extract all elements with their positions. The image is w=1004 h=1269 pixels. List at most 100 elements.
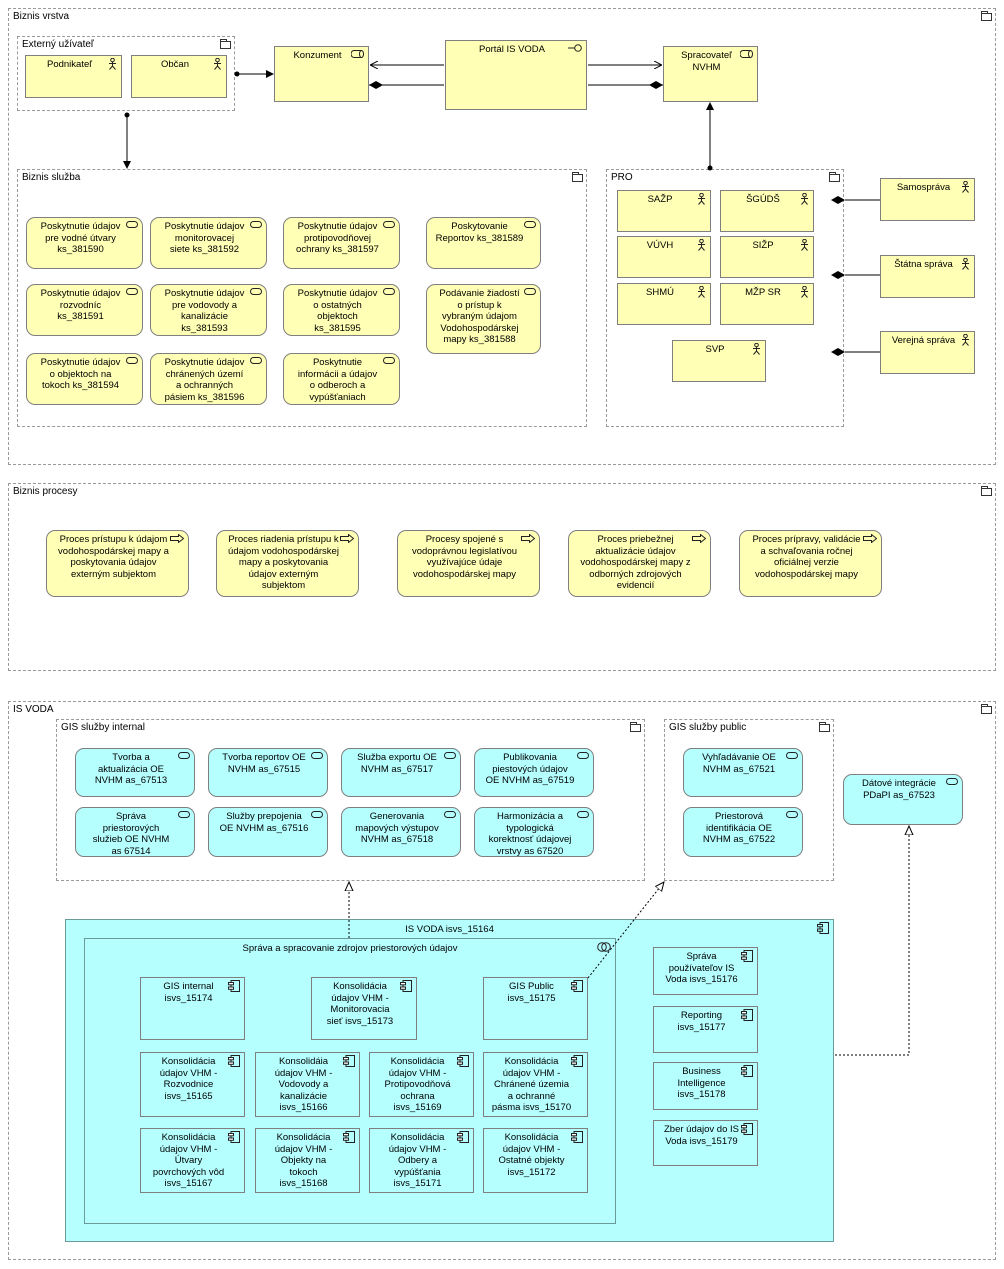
business-service[interactable]: Poskytnutie údajov rozvodníc ks_381591 [26, 284, 143, 336]
box-label: Konsolidácia údajov VHM - Objekty na tok… [274, 1132, 333, 1189]
actor-icon [214, 58, 221, 70]
actor-vuvh[interactable]: VÚVH [617, 236, 711, 278]
business-service[interactable]: Poskytnutie údajov o objektoch na tokoch… [26, 353, 143, 405]
box-label: Konsolidácia údajov VHM - Odbery a vypúš… [388, 1132, 447, 1189]
service-icon [786, 752, 798, 759]
app-component[interactable]: Konsolidácia údajov VHM - Chránené územi… [483, 1052, 588, 1117]
business-service[interactable]: Poskytnutie údajov chránených území a oc… [150, 353, 267, 405]
component-icon [741, 1009, 753, 1021]
app-service-gis-internal[interactable]: Generovania mapových výstupov NVHM as_67… [341, 807, 461, 857]
actor-icon [800, 238, 809, 251]
box-label: Poskytnutie údajov rozvodníc ks_381591 [40, 288, 121, 322]
app-service-gis-internal[interactable]: Správa priestorových služieb OE NVHM as … [75, 807, 195, 857]
business-service[interactable]: Podávanie žiadostí o prístup k vybraným … [426, 284, 541, 354]
business-service[interactable]: Poskytnutie údajov protipovodňovej ochra… [283, 217, 400, 269]
service-icon [444, 811, 456, 818]
box-label: Správa používateľov IS Voda isvs_15176 [665, 951, 738, 985]
business-service[interactable]: Poskytnutie údajov o ostatných objektoch… [283, 284, 400, 336]
app-component[interactable]: Konsolidácia údajov VHM - Rozvodnice isv… [140, 1052, 245, 1117]
actor-sizp[interactable]: SIŽP [720, 236, 814, 278]
box-label: Business Intelligence isvs_15178 [677, 1066, 726, 1100]
service-icon [126, 221, 138, 228]
business-process[interactable]: Proces riadenia prístupu k údajom vodoho… [216, 530, 359, 597]
app-service-gis-internal[interactable]: Harmonizácia a typologická korektnosť úd… [474, 807, 594, 857]
service-icon [524, 221, 536, 228]
business-service[interactable]: Poskytnutie údajov pre vodovody a kanali… [150, 284, 267, 336]
role-icon [351, 50, 364, 58]
box-label: Konsolidácia údajov VHM - Monitorovacia … [326, 981, 394, 1027]
actor-statna-sprava[interactable]: Štátna správa [880, 255, 975, 298]
app-component[interactable]: Konsolidáia údajov VHM - Vodovody a kana… [255, 1052, 360, 1117]
app-component[interactable]: Konsolidácia údajov VHM - Odbery a vypúš… [369, 1128, 474, 1193]
app-component[interactable]: Konsolidácia údajov VHM - Útvary povrcho… [140, 1128, 245, 1193]
business-process[interactable]: Procesy spojené s vodoprávnou legislatív… [397, 530, 540, 597]
app-component[interactable]: Správa používateľov IS Voda isvs_15176 [653, 947, 758, 995]
actor-icon [697, 285, 706, 298]
app-service-gis-internal[interactable]: Publikovania piestových údajov OE NVHM a… [474, 748, 594, 797]
box-label: Podávanie žiadostí o prístup k vybraným … [439, 288, 520, 345]
service-icon [383, 288, 395, 295]
actor-sguds[interactable]: ŠGÚDŠ [720, 190, 814, 232]
box-label: Konsolidácia údajov VHM - Ostatné objekt… [498, 1132, 565, 1178]
actor-sazp[interactable]: SAŽP [617, 190, 711, 232]
app-service-datove-integracie[interactable]: Dátové integrácie PDaPI as_67523 [843, 774, 963, 825]
group-title: Biznis vrstva [13, 11, 70, 22]
app-component[interactable]: Konsolidácia údajov VHM - Ostatné objekt… [483, 1128, 588, 1193]
app-service-gis-public[interactable]: Priestorová identifikácia OE NVHM as_675… [683, 807, 803, 857]
actor-icon [109, 58, 116, 70]
folder-icon [220, 39, 231, 49]
business-service[interactable]: Poskytnutie údajov pre vodné útvary ks_3… [26, 217, 143, 269]
service-icon [311, 811, 323, 818]
component-icon [741, 1065, 753, 1077]
box-label: Samospráva [896, 182, 951, 193]
actor-svp[interactable]: SVP [672, 340, 766, 382]
box-label: Generovania mapových výstupov NVHM as_67… [355, 811, 439, 845]
box-label: MŽP SR [745, 287, 781, 298]
app-component[interactable]: Business Intelligence isvs_15178 [653, 1062, 758, 1110]
role-konzument[interactable]: Konzument [274, 46, 369, 102]
service-icon [178, 811, 190, 818]
folder-icon [630, 722, 641, 732]
app-component[interactable]: GIS Public isvs_15175 [483, 977, 588, 1040]
app-service-gis-public[interactable]: Vyhľadávanie OE NVHM as_67521 [683, 748, 803, 797]
app-component[interactable]: Zber údajov do IS Voda isvs_15179 [653, 1120, 758, 1166]
business-service[interactable]: Poskytnutie informácii a údajov o odbero… [283, 353, 400, 405]
group-title: Externý užívateľ [22, 39, 94, 50]
app-service-gis-internal[interactable]: Tvorba reportov OE NVHM as_67515 [208, 748, 328, 797]
actor-podnikatel[interactable]: Podnikateľ [25, 55, 122, 98]
component-icon [741, 1123, 753, 1135]
process-icon [692, 533, 707, 544]
actor-obcan[interactable]: Občan [131, 55, 227, 98]
actor-shmu[interactable]: SHMÚ [617, 283, 711, 325]
business-process[interactable]: Proces priebežnej aktualizácie údajov vo… [568, 530, 711, 597]
app-component[interactable]: Konsolidácia údajov VHM - Monitorovacia … [311, 977, 417, 1040]
app-component[interactable]: Reporting isvs_15177 [653, 1006, 758, 1053]
box-label: Proces prístupu k údajom vodohospodárske… [58, 534, 169, 580]
business-service[interactable]: Poskytnutie údajov monitorovacej siete k… [150, 217, 267, 269]
app-service-gis-internal[interactable]: Tvorba a aktualizácia OE NVHM as_67513 [75, 748, 195, 797]
actor-mzp[interactable]: MŽP SR [720, 283, 814, 325]
business-process[interactable]: Proces prístupu k údajom vodohospodárske… [46, 530, 189, 597]
app-service-gis-internal[interactable]: Služba exportu OE NVHM as_67517 [341, 748, 461, 797]
role-label: Konzument [293, 50, 342, 61]
app-component[interactable]: Konsolidácia údajov VHM - Objekty na tok… [255, 1128, 360, 1193]
app-component[interactable]: GIS internal isvs_15174 [140, 977, 245, 1040]
role-spracovatel[interactable]: Spracovateľ NVHM [663, 46, 758, 102]
business-process[interactable]: Proces prípravy, validácie a schvaľovani… [739, 530, 882, 597]
box-label: VÚVH [646, 240, 674, 251]
folder-icon [829, 172, 840, 182]
box-label: Poskytnutie informácii a údajov o odbero… [297, 357, 378, 403]
box-label: Konsolidáia údajov VHM - Vodovody a kana… [274, 1056, 333, 1113]
interface-portal-is-voda[interactable]: Portál IS VODA [445, 40, 587, 110]
actor-verejna-sprava[interactable]: Verejná správa [880, 331, 975, 374]
actor-samosprava[interactable]: Samospráva [880, 178, 975, 221]
app-component[interactable]: Konsolidácia údajov VHM - Protipovodňová… [369, 1052, 474, 1117]
business-service[interactable]: Poskytovanie Reportov ks_381589 [426, 217, 541, 269]
component-icon [571, 1131, 583, 1143]
app-service-gis-internal[interactable]: Služby prepojenia OE NVHM as_67516 [208, 807, 328, 857]
box-label: ŠGÚDŠ [746, 194, 780, 205]
box-label: Harmonizácia a typologická korektnosť úd… [488, 811, 572, 857]
group-biznis-sluzba: Biznis služba [17, 169, 587, 427]
service-icon [250, 221, 262, 228]
actor-icon [961, 257, 970, 270]
